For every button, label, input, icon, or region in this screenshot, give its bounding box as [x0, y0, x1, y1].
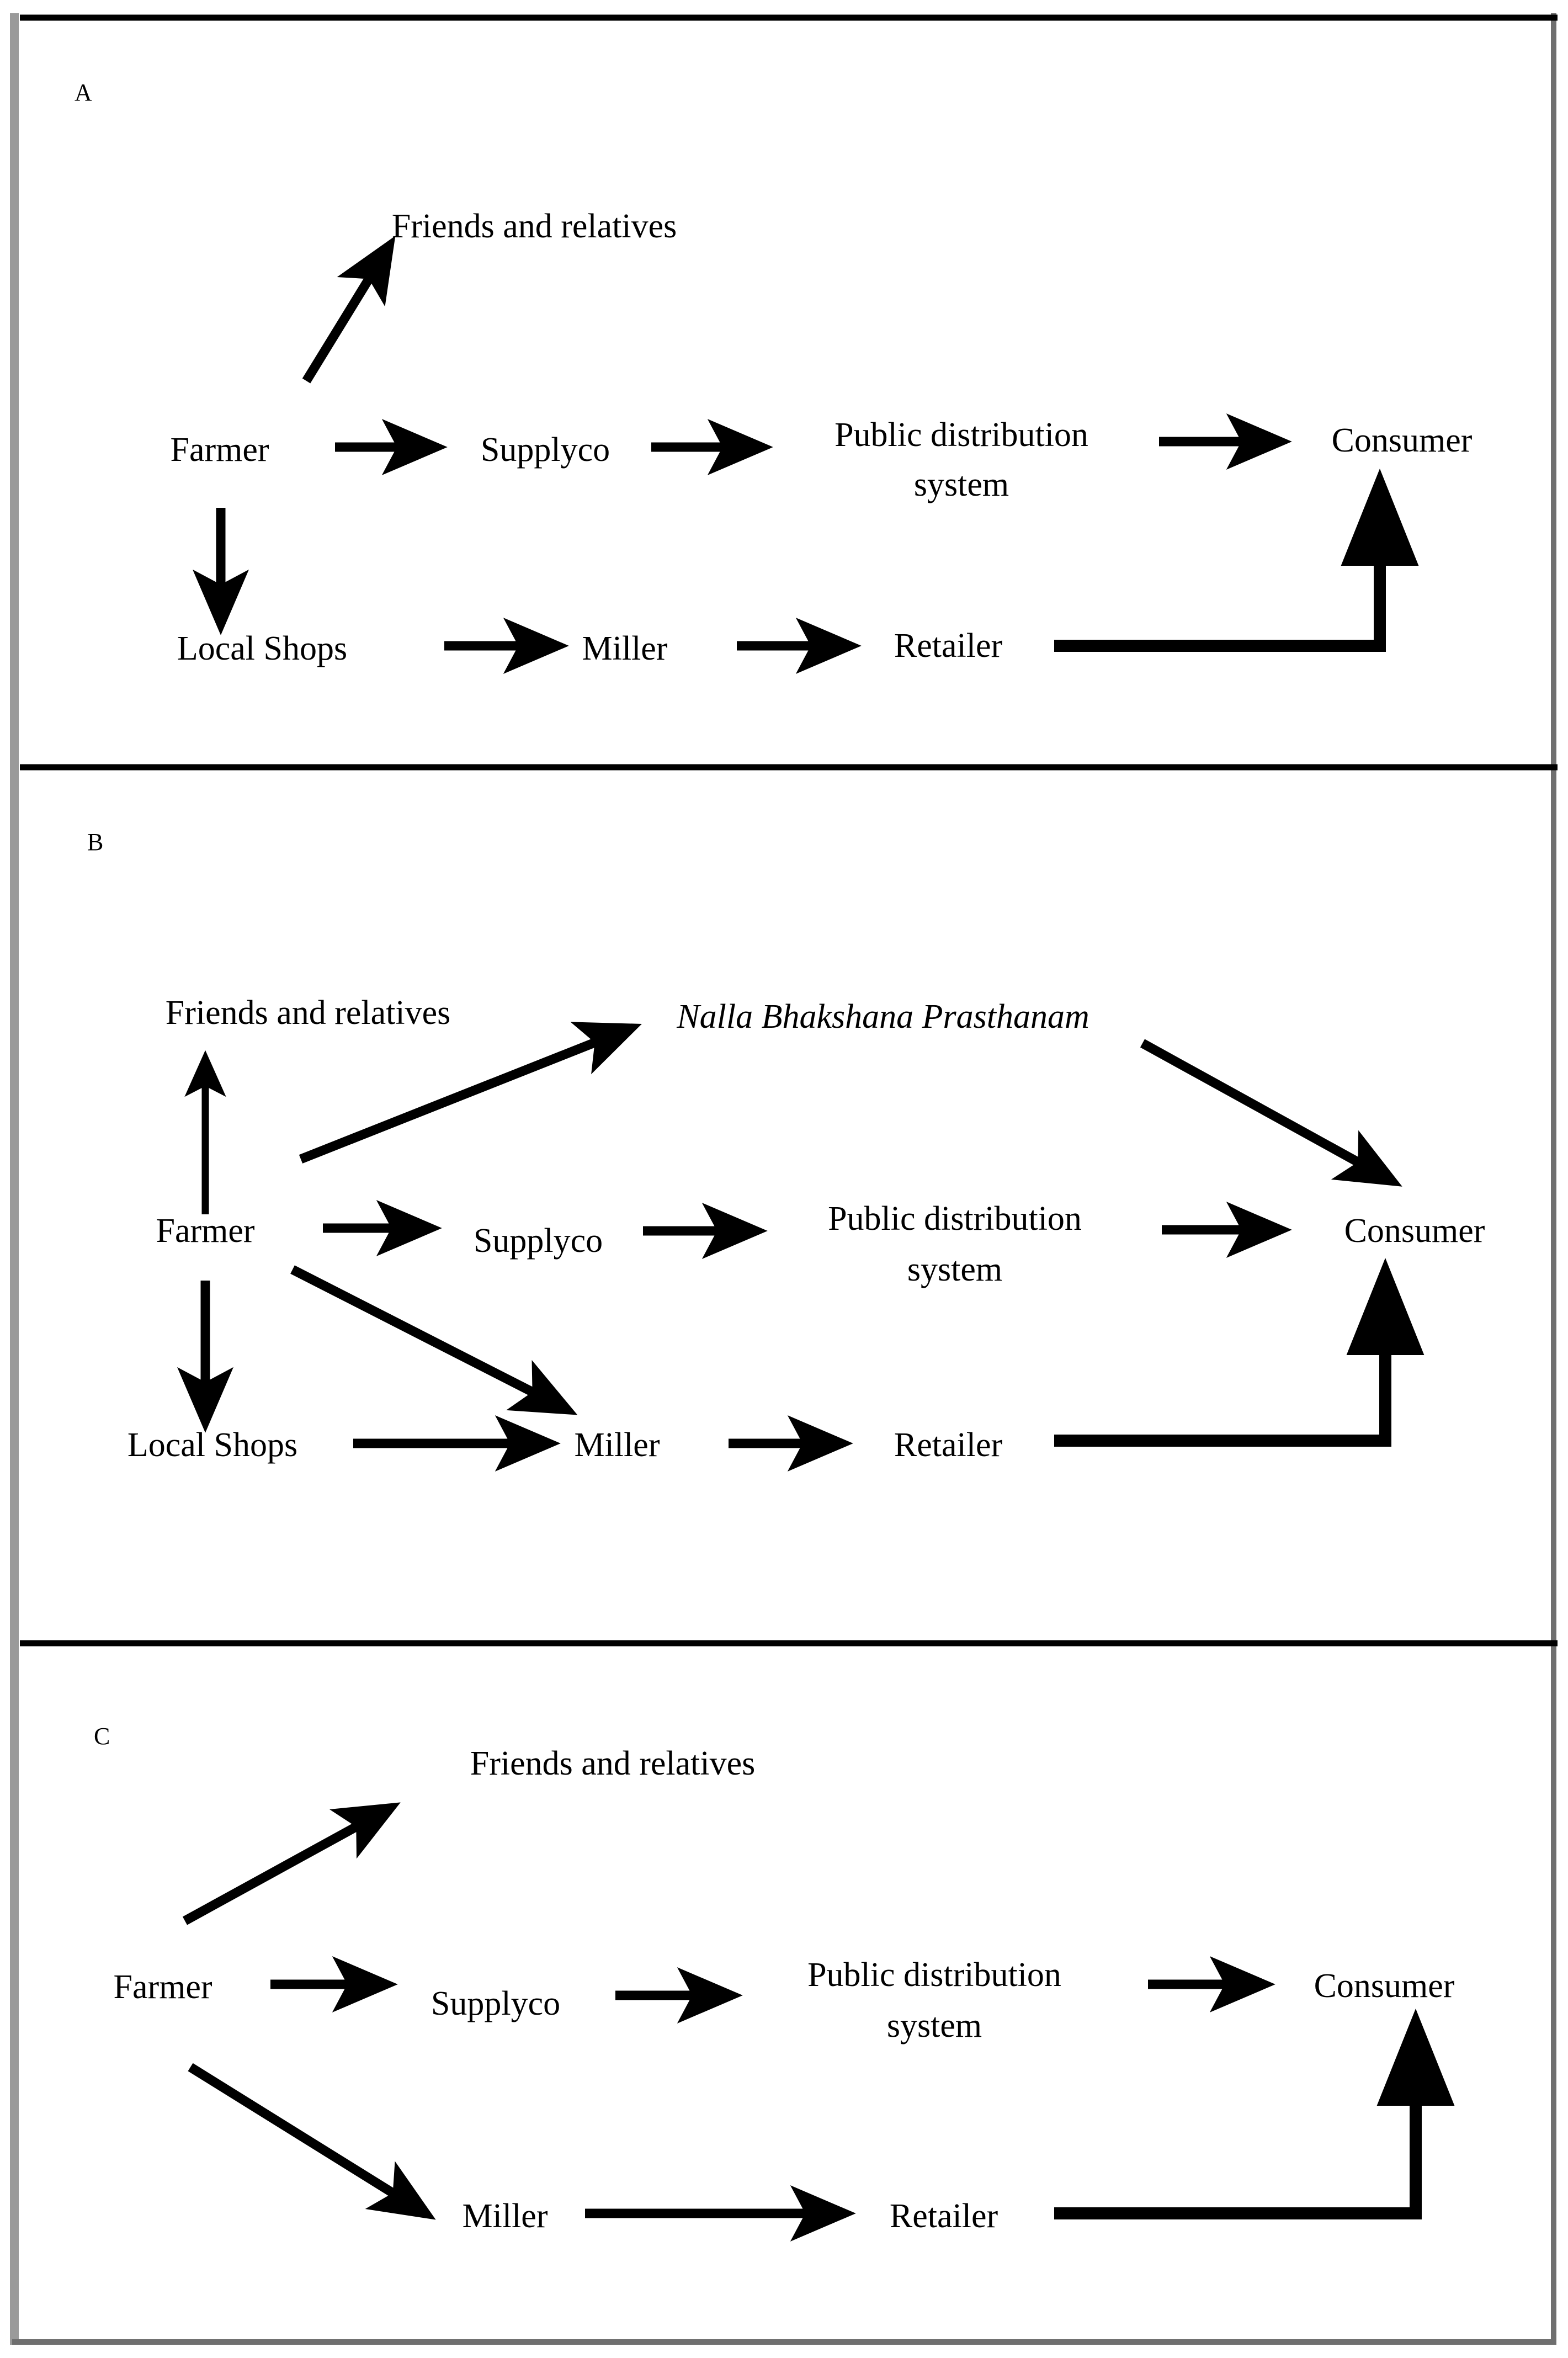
node-retailer-c: Retailer — [890, 2197, 998, 2235]
panel-letter-c: C — [94, 1723, 110, 1750]
node-public-distribution-system-c-line1: Public distribution — [807, 1956, 1061, 1994]
panel-c-labels: C Friends and relatives Farmer Supplyco … — [94, 1723, 1455, 2235]
node-public-distribution-system-b-line1: Public distribution — [828, 1200, 1082, 1238]
node-public-distribution-system-b-line2: system — [907, 1251, 1002, 1288]
node-public-distribution-system-c-line2: system — [887, 2007, 982, 2044]
node-miller-b: Miller — [575, 1426, 660, 1464]
edge-b-nalla-consumer — [1140, 1039, 1402, 1187]
panel-letter-b: B — [87, 829, 103, 856]
node-miller-c: Miller — [463, 2197, 548, 2235]
node-farmer-a: Farmer — [170, 431, 269, 469]
edge-c-farmer-friends — [182, 1802, 401, 1925]
node-consumer-b: Consumer — [1344, 1212, 1485, 1250]
edge-c-retailer-consumer — [1054, 2009, 1455, 2219]
node-nalla-bhakshana-prasthanam-b: Nalla Bhakshana Prasthanam — [676, 998, 1089, 1035]
node-consumer-a: Consumer — [1332, 422, 1473, 459]
node-retailer-b: Retailer — [894, 1426, 1003, 1464]
node-miller-a: Miller — [582, 630, 668, 667]
panel-a-labels: A Friends and relatives Farmer Supplyco … — [75, 79, 1473, 667]
node-friends-and-relatives-c: Friends and relatives — [470, 1745, 756, 1782]
panel-b-labels: B Friends and relatives Nalla Bhakshana … — [87, 829, 1485, 1464]
node-retailer-a: Retailer — [894, 627, 1003, 665]
edge-b-retailer-consumer — [1054, 1258, 1425, 1447]
edge-b-farmer-nalla — [299, 1022, 642, 1164]
panel-a-edges — [193, 236, 1419, 674]
edge-b-farmer-miller — [290, 1265, 578, 1415]
node-local-shops-a: Local Shops — [177, 630, 347, 667]
node-supplyco-a: Supplyco — [481, 431, 610, 469]
node-public-distribution-system-a-line1: Public distribution — [835, 416, 1088, 454]
node-local-shops-b: Local Shops — [127, 1426, 297, 1464]
node-consumer-c: Consumer — [1314, 1967, 1455, 2005]
node-friends-and-relatives-a: Friends and relatives — [392, 208, 677, 245]
edge-a-retailer-consumer — [1054, 469, 1419, 652]
node-farmer-b: Farmer — [156, 1212, 254, 1250]
edge-a-farmer-friends — [302, 236, 396, 384]
node-supplyco-c: Supplyco — [431, 1985, 560, 2022]
node-public-distribution-system-a-line2: system — [914, 466, 1009, 503]
panel-letter-a: A — [75, 79, 92, 106]
node-supplyco-b: Supplyco — [474, 1222, 603, 1260]
panel-b-edges — [177, 1022, 1425, 1472]
node-friends-and-relatives-b: Friends and relatives — [166, 994, 451, 1032]
node-farmer-c: Farmer — [113, 1968, 212, 2006]
panel-c-edges — [182, 1802, 1455, 2242]
edge-c-farmer-miller — [188, 2063, 436, 2220]
